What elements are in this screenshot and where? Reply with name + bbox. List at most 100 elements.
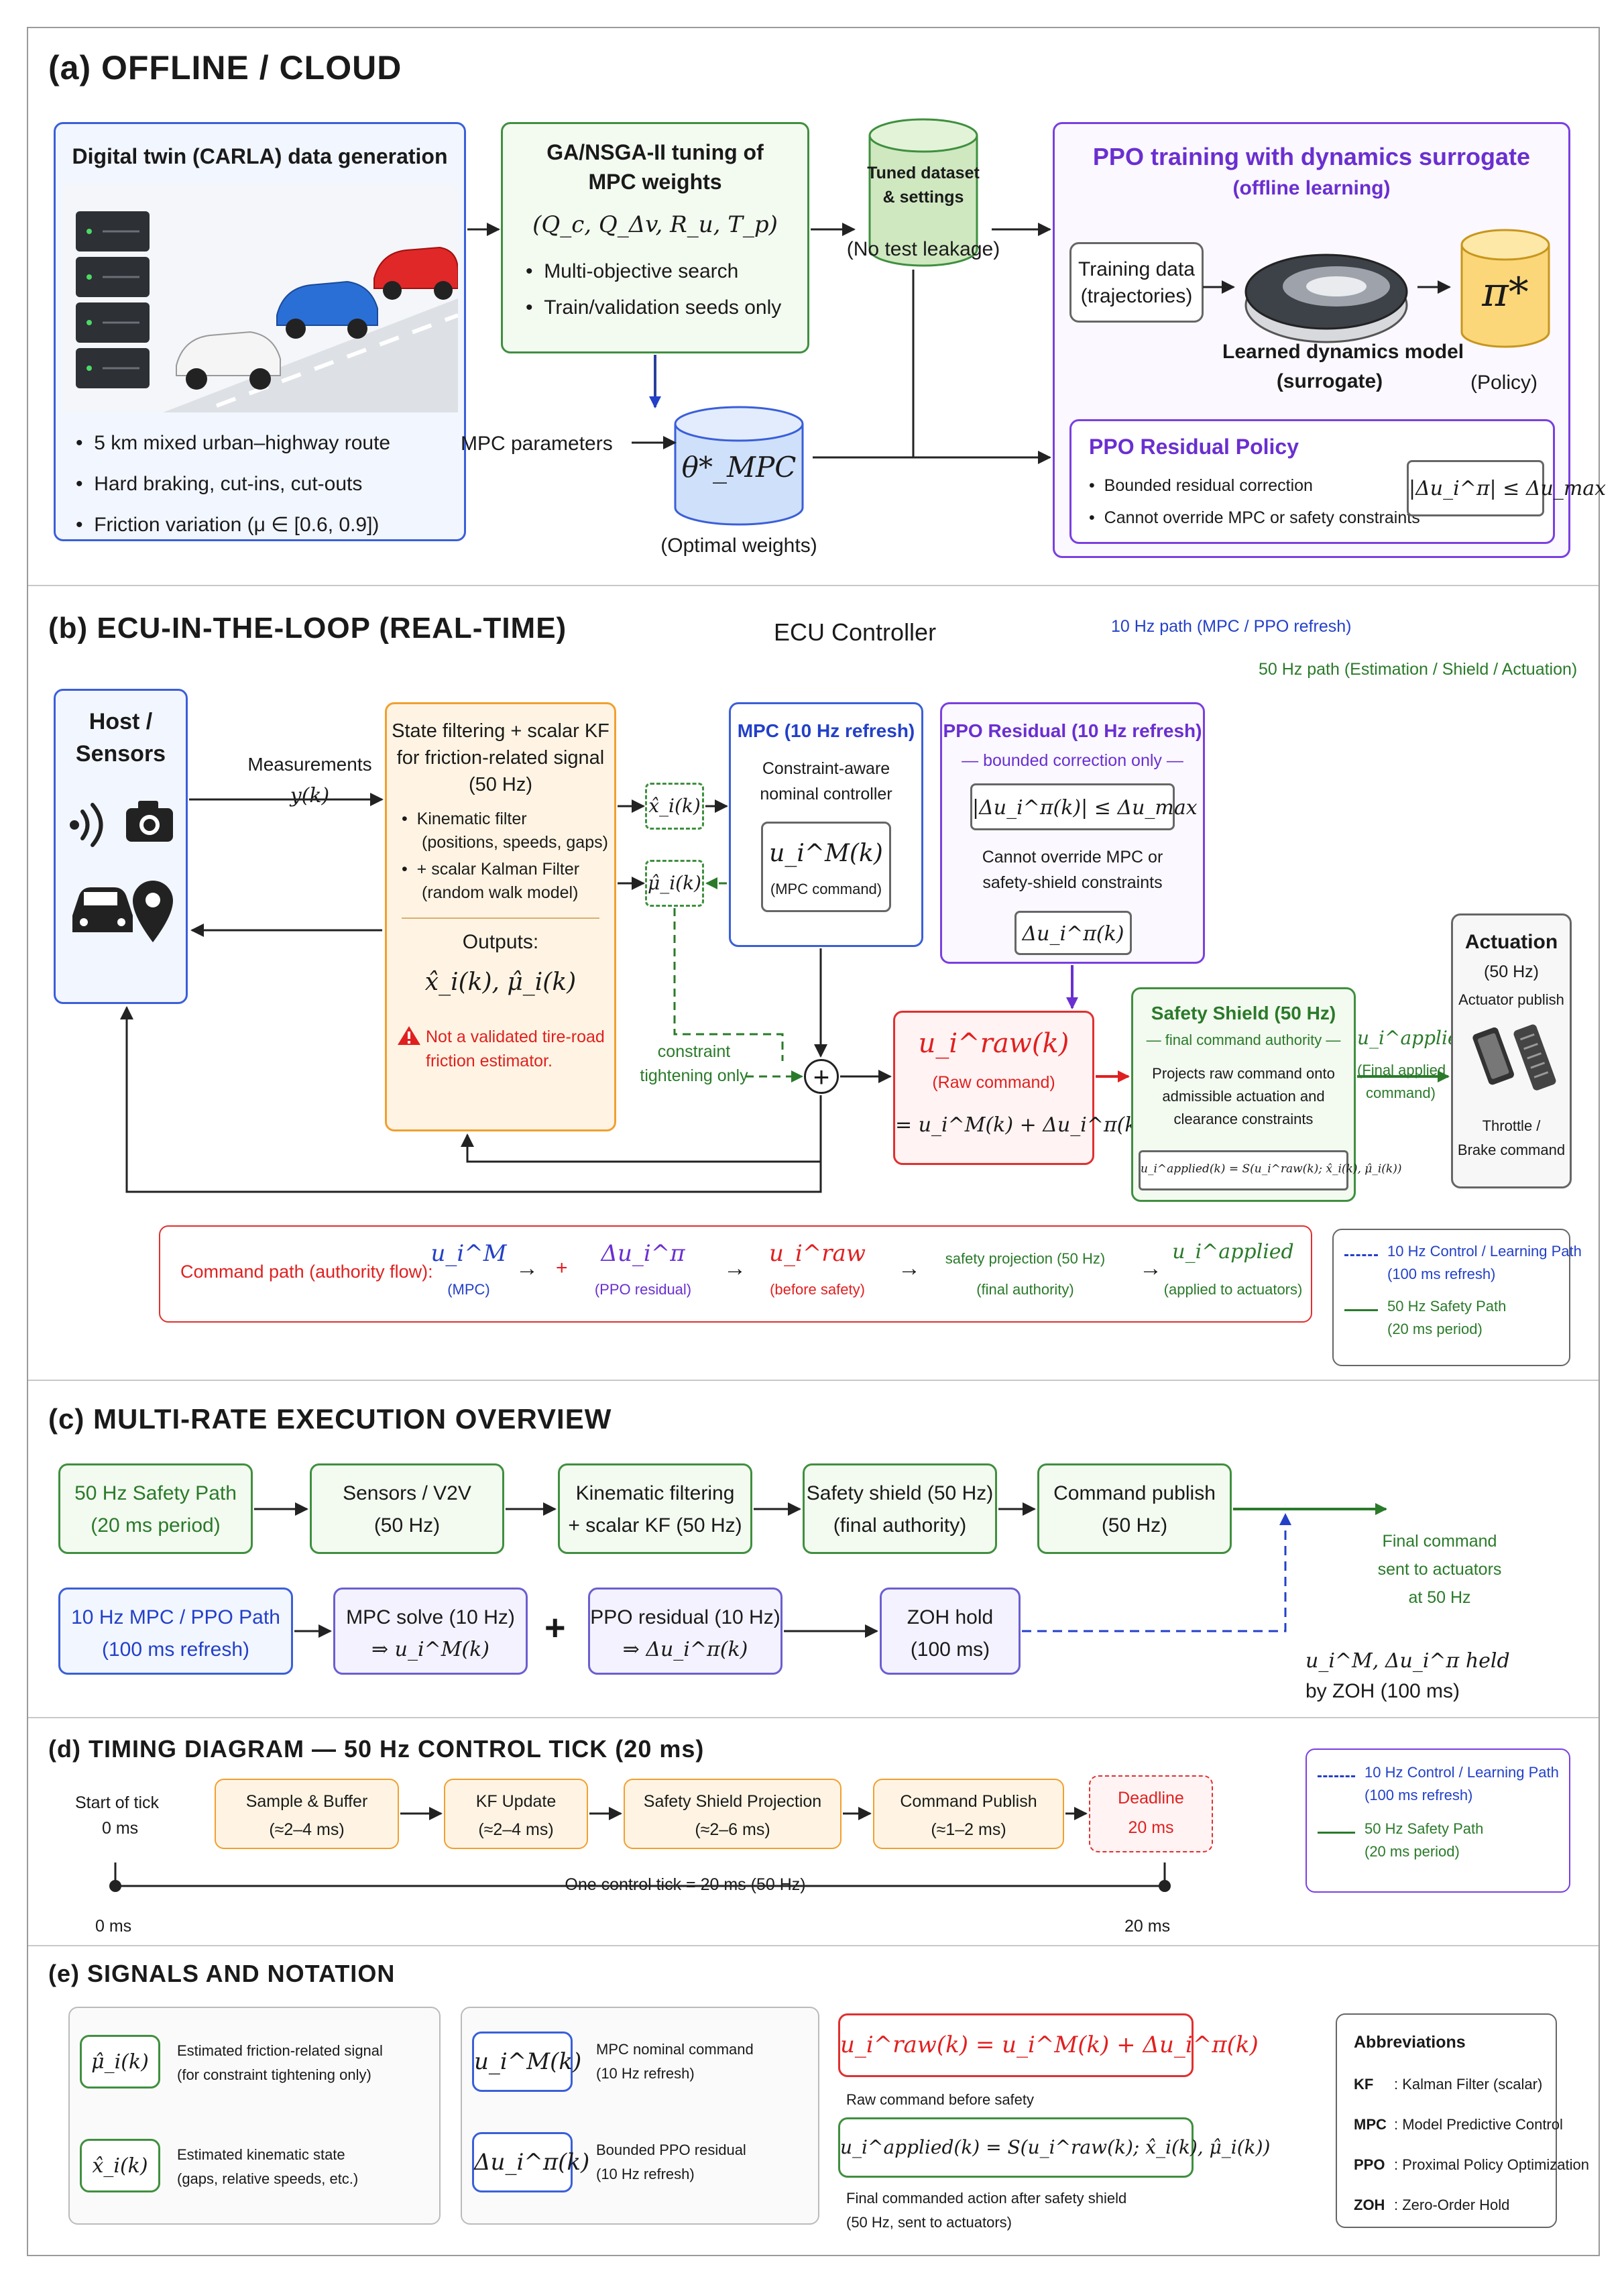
digital-twin-title: Digital twin (CARLA) data generation [72,144,448,168]
path-legend-box-d: 10 Hz Control / Learning Path (100 ms re… [1306,1748,1570,1893]
car-icon [72,887,133,932]
e-du-desc-1: Bounded PPO residual [596,2141,746,2158]
d-kf-box: KF Update (≈2–4 ms) [444,1779,588,1849]
d-deadline-2: 20 ms [1128,1818,1174,1837]
c-safety-path-2: (20 ms period) [91,1514,221,1537]
e-x-desc-1: Estimated kinematic state [177,2146,345,2163]
cp-arrow-2: → [723,1256,746,1281]
e-x-desc-2: (gaps, relative speeds, etc.) [177,2170,359,2187]
applied-command-symbol: u_i^applied(k) [1357,1027,1497,1049]
section-e-title: (e) SIGNALS AND NOTATION [48,1960,396,1987]
d-start-time: 0 ms [102,1819,139,1838]
cp-arrow-1: → [516,1256,538,1281]
measurements-symbol: y(k) [290,784,330,808]
c-held-1: u_i^M, Δu_i^π held [1306,1649,1510,1673]
figure-frame: (a) OFFLINE / CLOUD Digital twin (CARLA)… [27,27,1606,2256]
residual-policy-title: PPO Residual Policy [1089,435,1299,459]
kalman-filter-detail: (random walk model) [422,883,579,902]
tuned-dataset-label-2: & settings [882,188,964,207]
cp-applied-symbol: u_i^applied [1172,1240,1294,1264]
ppo-residual-title: PPO Residual (10 Hz refresh) [943,720,1202,741]
ga-tuning-box: GA/NSGA-II tuning of MPC weights (Q_c, Q… [501,122,809,353]
c-held-2: by ZOH (100 ms) [1306,1680,1460,1702]
pedals-icon [1472,1024,1556,1091]
shield-equation: u_i^applied(k) = S(u_i^raw(k); x̂_i(k), … [1141,1162,1402,1176]
legend-10hz-line [1344,1254,1378,1256]
c-plus: + [544,1608,566,1648]
measurements-label: Measurements [247,754,372,775]
d-axis-start-dot [109,1880,121,1892]
raw-command-sum: = u_i^M(k) + Δu_i^π(k) [895,1113,1145,1137]
e-uM-box: u_i^M(k) [472,2032,581,2092]
legend-50hz-path: 50 Hz path (Estimation / Shield / Actuat… [1259,660,1578,679]
separator-b-c [28,1380,1599,1381]
location-pin-icon [133,881,173,942]
d-publish-1: Command Publish [900,1792,1037,1811]
twin-bullet-3: • Friction variation (μ ∈ [0.6, 0.9]) [76,514,380,536]
legend-b-10hz-sub: (100 ms refresh) [1387,1266,1496,1282]
residual-bullet-1: • Bounded residual correction [1089,476,1313,495]
c-kinematic-box: Kinematic filtering + scalar KF (50 Hz) [558,1463,752,1554]
abbr-key-zoh: ZOH [1354,2196,1385,2213]
abbr-val-ppo: : Proximal Policy Optimization [1394,2156,1589,2173]
legend-d-50hz-line [1318,1832,1355,1834]
section-b-title: (b) ECU-IN-THE-LOOP (REAL-TIME) [48,612,567,645]
e-estimates-panel: μ̂_i(k) Estimated friction-related signa… [68,2007,441,2225]
e-du-box: Δu_i^π(k) [472,2132,590,2192]
abbr-val-kf: : Kalman Filter (scalar) [1394,2076,1543,2093]
cp-arrow-4: → [1139,1256,1162,1281]
c-mpc-solve-box: MPC solve (10 Hz) ⇒ u_i^M(k) [333,1588,528,1675]
actuation-box: Actuation (50 Hz) Actuator publish Throt… [1451,913,1572,1188]
c-sensors-box: Sensors / V2V (50 Hz) [310,1463,504,1554]
e-raw-desc: Raw command before safety [846,2091,1035,2108]
c-zoh-box: ZOH hold (100 ms) [880,1588,1021,1675]
cp-safety-projection: safety projection (50 Hz) [945,1250,1106,1267]
state-filter-divider [402,917,599,919]
cp-mpc-label: (MPC) [447,1281,490,1298]
mpc-desc-2: nominal controller [760,785,892,803]
d-axis-twenty: 20 ms [1124,1917,1171,1936]
legend-d-10hz-text: 10 Hz Control / Learning Path [1365,1764,1559,1781]
d-deadline-1: Deadline [1118,1789,1184,1807]
ecu-controller-title: ECU Controller [774,618,937,646]
ppo-residual-policy-box: PPO Residual Policy • Bounded residual c… [1069,419,1606,544]
policy-label: (Policy) [1470,372,1538,394]
ppo-training-title: PPO training with dynamics surrogate [1092,143,1531,170]
policy-cylinder [1460,229,1550,348]
camera-icon [126,801,173,842]
ppo-training-box: PPO training with dynamics surrogate (of… [1053,122,1606,558]
c-shield-box: Safety shield (50 Hz) (final authority) [803,1463,997,1554]
mpc-desc-1: Constraint-aware [762,759,890,778]
warning-text-1: Not a validated tire-road [426,1027,605,1046]
d-publish-2: (≈1–2 ms) [931,1820,1006,1839]
e-x-box: x̂_i(k) [80,2139,160,2192]
shield-equation-box: u_i^applied(k) = S(u_i^raw(k); x̂_i(k), … [1139,1150,1402,1190]
legend-50hz-line [1344,1309,1378,1311]
d-sample-1: Sample & Buffer [245,1792,368,1811]
mpc-command-symbol: u_i^M(k) [769,840,883,867]
residual-bullet-2: • Cannot override MPC or safety constrai… [1089,508,1420,527]
ga-title-line1: GA/NSGA-II tuning of [546,140,764,164]
optimal-weights-cylinder [674,406,804,526]
cp-raw-symbol: u_i^raw [769,1240,866,1267]
raw-command-box: u_i^raw(k) (Raw command) = u_i^M(k) + Δu… [893,1011,1145,1165]
c-mpc-solve-1: MPC solve (10 Hz) [346,1606,515,1628]
abbr-key-kf: KF [1354,2076,1374,2093]
section-a-title: (a) OFFLINE / CLOUD [48,49,402,87]
e-mu-desc-2: (for constraint tightening only) [177,2066,371,2083]
ppo-du-symbol: Δu_i^π(k) [1022,922,1124,946]
ppo-bound-equation: |Δu_i^π(k)| ≤ Δu_max [972,796,1198,820]
legend-d-10hz-sub: (100 ms refresh) [1365,1787,1473,1803]
abbr-val-mpc: : Model Predictive Control [1394,2116,1563,2133]
state-filter-title-2: for friction-related signal [396,747,605,769]
ppo-desc-1: Cannot override MPC or [982,848,1163,867]
ga-params: (Q_c, Q_Δv, R_u, T_p) [532,211,778,238]
abbr-val-zoh: : Zero-Order Hold [1394,2196,1510,2213]
e-commands-panel: u_i^M(k) MPC nominal command (10 Hz refr… [461,2007,819,2225]
training-data-label-1: Training data [1078,258,1195,280]
legend-d-50hz-text: 50 Hz Safety Path [1365,1820,1484,1837]
e-du-symbol: Δu_i^π(k) [474,2149,590,2176]
cp-plus: + [556,1257,568,1279]
cp-residual-label: (PPO residual) [594,1281,692,1298]
e-du-desc-2: (10 Hz refresh) [596,2166,695,2182]
